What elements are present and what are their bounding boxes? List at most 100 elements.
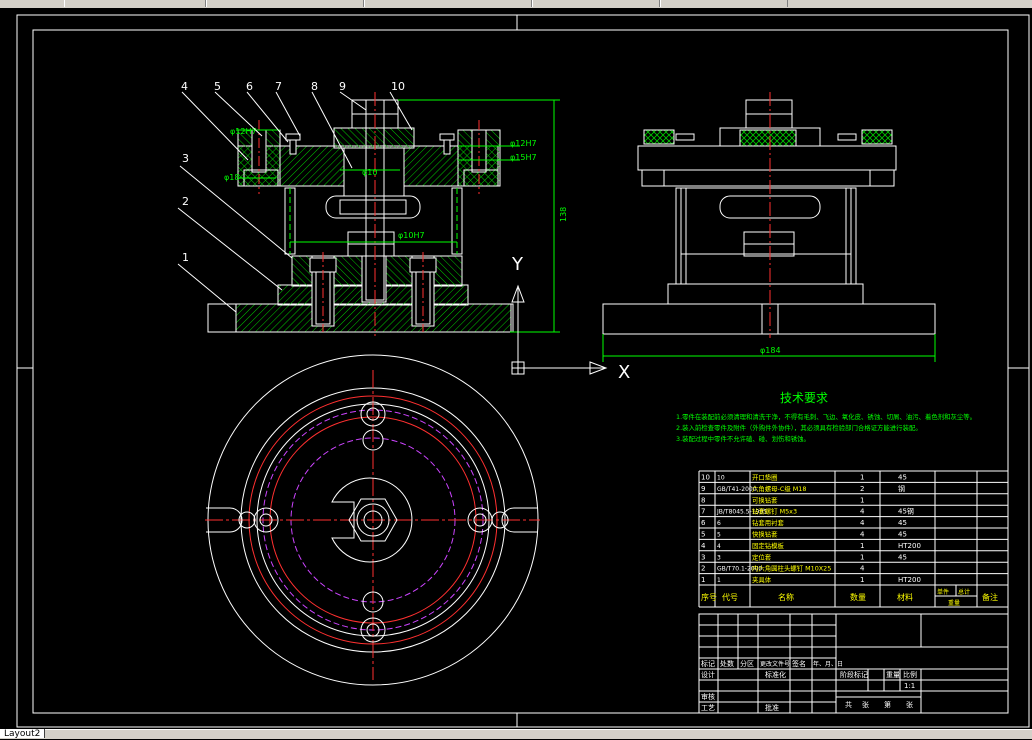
balloon-6: 6 xyxy=(246,80,253,93)
bom-head-remark: 备注 xyxy=(982,592,998,602)
top-view xyxy=(205,354,540,686)
bom-head-no: 序号 xyxy=(701,592,717,602)
dim-d1: φ12H7 xyxy=(230,127,257,136)
bom-row-name: 内六角圆柱头螺钉 M10X25 xyxy=(752,564,831,573)
bom-row-name: 六角螺母-C级 M18 xyxy=(752,484,806,493)
toolbar-field[interactable] xyxy=(64,0,206,7)
tb-count: 处数 xyxy=(720,659,734,668)
dim-height: 138 xyxy=(559,207,568,222)
balloon-8: 8 xyxy=(311,80,318,93)
dim-width: φ184 xyxy=(760,346,781,355)
tech-note-1: 1.零件在装配前必须清理和清洗干净，不得有毛刺、飞边、氧化皮、锈蚀、切屑、油污、… xyxy=(676,412,976,421)
bom-row-qty: 4 xyxy=(860,519,865,527)
balloon-4: 4 xyxy=(181,80,188,93)
dim-d6: φ15H7 xyxy=(510,153,537,162)
bom-row-name: 钻套用衬套 xyxy=(752,518,785,527)
bom-row-name: 钻套螺钉 M5x3 xyxy=(752,507,797,516)
tb-scale: 1:1 xyxy=(904,682,915,690)
balloon-5: 5 xyxy=(214,80,221,93)
bom-row-qty: 1 xyxy=(860,474,864,482)
tb-weight: 重量 xyxy=(886,671,900,679)
tb-mark: 标记 xyxy=(701,659,715,668)
balloon-2: 2 xyxy=(182,195,189,208)
tb-date: 年、月、日 xyxy=(813,660,843,668)
layout-tab-bar: Layout2 xyxy=(0,729,1032,739)
front-dimensions xyxy=(236,99,560,333)
bom-row-code: 6 xyxy=(717,520,721,527)
tb-process: 工艺 xyxy=(701,704,715,712)
cad-drawing[interactable]: 138 φ12H7 φ18 φ10 φ10H7 φ12H7 φ15H7 4 5 … xyxy=(0,8,1032,729)
bom-table xyxy=(698,470,1009,608)
bom-row-code: 3 xyxy=(717,554,721,561)
bom-row-no: 5 xyxy=(701,531,705,539)
dim-d3: φ10 xyxy=(362,168,377,177)
bom-row-name: 可换钻套 xyxy=(752,495,778,504)
bom-row-qty: 2 xyxy=(860,485,864,493)
bom-row-material: 45 xyxy=(898,553,907,561)
dim-d5: φ12H7 xyxy=(510,139,537,148)
balloon-labels: 4 5 6 7 8 9 10 3 2 1 xyxy=(181,80,405,264)
bom-row-material: HT200 xyxy=(898,542,921,550)
axis-y-label: Y xyxy=(511,254,524,275)
bom-head-unit-weight: 单件 xyxy=(937,588,949,596)
bom-row-code: 10 xyxy=(717,475,725,482)
drawing-frame xyxy=(16,14,1030,728)
bom-row-no: 8 xyxy=(701,496,705,504)
tb-sheets: 张 xyxy=(862,700,869,709)
bom-head-name: 名称 xyxy=(778,592,794,602)
bom-row-code: 5 xyxy=(717,532,721,539)
bom-head-material: 材料 xyxy=(897,592,913,602)
toolbar-field[interactable] xyxy=(206,0,364,7)
tb-total: 共 xyxy=(845,700,852,709)
tech-note-3: 3.装配过程中零件不允许磕、碰、划伤和锈蚀。 xyxy=(676,434,810,443)
bom-head-weight: 重量 xyxy=(948,599,960,607)
tb-change-doc: 更改文件号 xyxy=(760,660,790,668)
front-section-view xyxy=(207,92,514,336)
bom-row-no: 6 xyxy=(701,519,706,527)
tb-stage: 阶段标记 xyxy=(840,670,868,679)
bom-row-material: 45 xyxy=(898,531,907,539)
bom-row-qty: 1 xyxy=(860,576,864,584)
bom-row-qty: 4 xyxy=(860,508,865,516)
tab-layout[interactable]: Layout2 xyxy=(0,729,46,739)
balloon-3: 3 xyxy=(182,152,189,165)
bom-row-material: HT200 xyxy=(898,576,921,584)
title-block xyxy=(698,613,1009,714)
balloon-1: 1 xyxy=(182,251,189,264)
axis-x-label: X xyxy=(618,362,630,383)
bom-row-material: 45 xyxy=(898,474,907,482)
bom-row-name: 开口垫圈 xyxy=(752,473,778,482)
bom-row-code: 4 xyxy=(717,543,721,550)
bom-row-no: 4 xyxy=(701,542,706,550)
bom-row-name: 固定钻模板 xyxy=(752,541,785,550)
toolbar-field[interactable] xyxy=(364,0,532,7)
ucs-icon xyxy=(511,284,608,375)
bom-row-material: 钢 xyxy=(898,484,905,493)
tech-note-2: 2.装入前检查零件及附件（外购件外协件），其必须具有检验部门合格证方能进行装配。 xyxy=(676,423,922,432)
bom-row-no: 10 xyxy=(701,474,710,482)
bom-row-no: 1 xyxy=(701,576,705,584)
balloon-7: 7 xyxy=(275,80,282,93)
bom-row-name: 定位套 xyxy=(752,552,772,561)
bom-row-code: GB/T41-2000 xyxy=(717,486,757,493)
dim-d2: φ18 xyxy=(224,173,239,182)
tb-sign: 签名 xyxy=(792,659,806,668)
bom-row-qty: 4 xyxy=(860,565,865,573)
bom-row-material: 45 xyxy=(898,519,907,527)
tb-design: 设计 xyxy=(701,670,715,679)
tb-approve: 批准 xyxy=(765,703,779,712)
tb-zone: 分区 xyxy=(740,659,754,668)
toolbar-field[interactable] xyxy=(660,0,788,7)
tb-sheet: 张 xyxy=(906,700,913,709)
bom-row-qty: 1 xyxy=(860,496,864,504)
side-dimension: φ184 xyxy=(602,334,936,362)
toolbar-strip xyxy=(0,0,1032,8)
bom-row-code: 1 xyxy=(717,577,721,584)
bom-row-material: 45钢 xyxy=(898,507,914,516)
toolbar-field[interactable] xyxy=(532,0,660,7)
bom-row-no: 9 xyxy=(701,485,705,493)
bom-row-qty: 1 xyxy=(860,553,864,561)
front-dim-text: 138 φ12H7 φ18 φ10 φ10H7 φ12H7 φ15H7 xyxy=(224,127,568,240)
bom-row-code: GB/T70.1-2000 xyxy=(717,566,762,573)
